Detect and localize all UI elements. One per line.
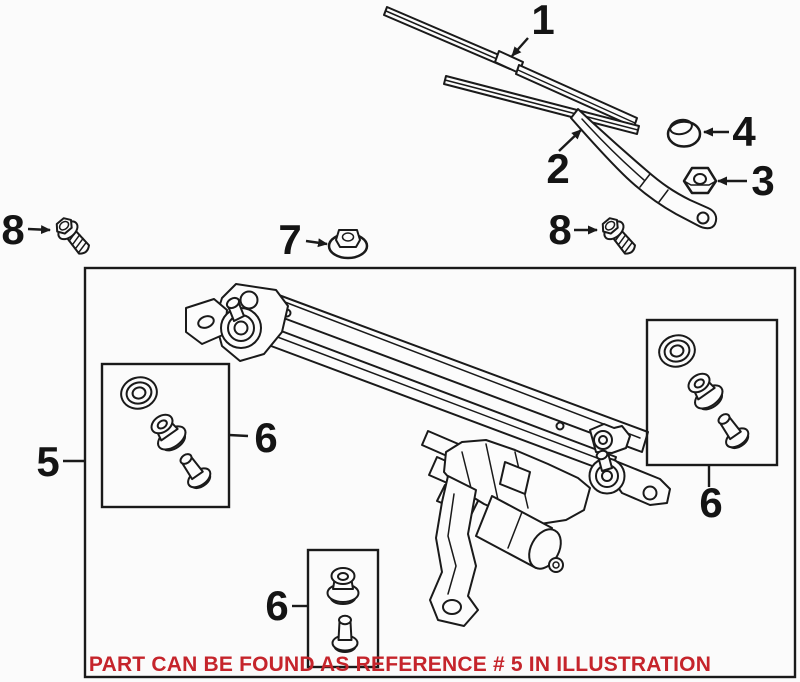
grommet-kit-illustration-left (116, 372, 216, 494)
callout-label-2: 2 (546, 145, 570, 192)
callout-label-1: 1 (531, 0, 555, 43)
callout-label-8-left: 8 (1, 206, 25, 253)
callout-arrow-7 (305, 238, 328, 248)
callout-label-6-bottom: 6 (265, 582, 289, 629)
grommet-kit-illustration-right (654, 330, 754, 454)
callout-arrow-8-left (27, 225, 51, 235)
hardware-kit-box-right (645, 318, 779, 467)
grommet-kit-illustration-bottom (326, 567, 360, 653)
hex-nut-illustration (682, 166, 718, 195)
bolt-illustration-left (50, 213, 96, 260)
callout-label-6-left: 6 (254, 414, 278, 461)
flange-nut-illustration (327, 229, 369, 260)
callout-arrows (27, 37, 747, 608)
callout-line-6-left (228, 433, 249, 438)
wiper-blade-illustration (383, 6, 640, 135)
cap-illustration (666, 118, 702, 148)
wiper-motor (475, 495, 564, 573)
wiper-arm-illustration (570, 108, 718, 230)
bolt-illustration-right (596, 213, 642, 260)
callout-arrow-2 (558, 129, 582, 152)
callout-label-7: 7 (278, 216, 302, 263)
callout-label-3: 3 (751, 157, 775, 204)
hardware-kit-box-bottom (306, 548, 380, 669)
assembly-box (83, 266, 797, 679)
callout-label-8-right: 8 (548, 206, 572, 253)
callout-label-6-right: 6 (699, 479, 723, 526)
linkage-assembly-illustration (185, 283, 671, 627)
reference-note: PART CAN BE FOUND AS REFERENCE # 5 IN IL… (88, 653, 712, 676)
callout-label-4: 4 (732, 108, 756, 155)
callout-arrow-1 (511, 37, 529, 57)
callout-label-5: 5 (36, 438, 60, 485)
